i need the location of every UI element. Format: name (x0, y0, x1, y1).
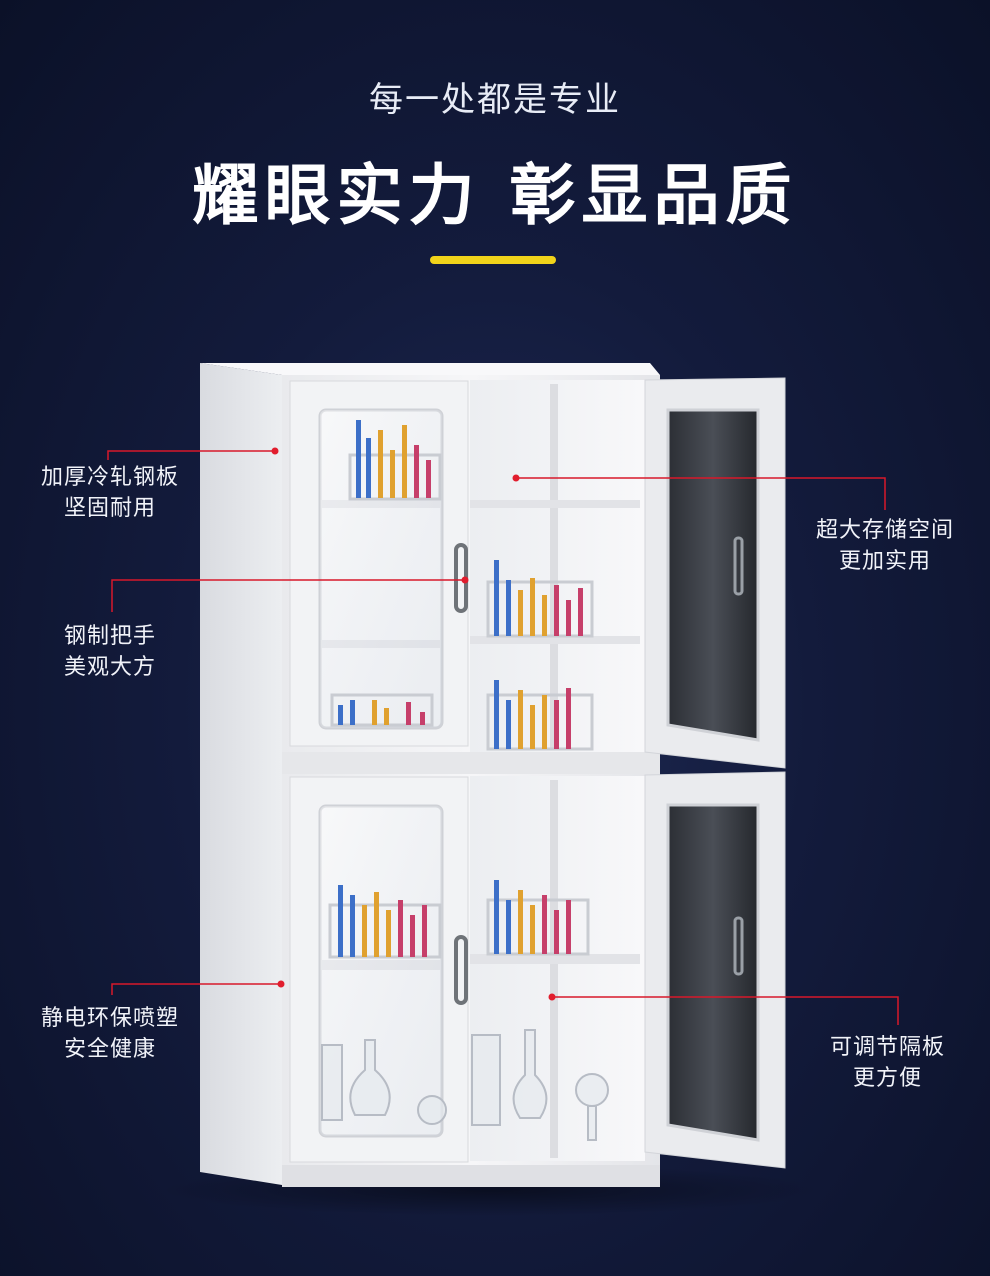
title-accent-bar (430, 256, 556, 264)
shelf (470, 500, 640, 508)
door-handle[interactable] (733, 536, 744, 596)
page-subtitle: 每一处都是专业 (369, 80, 621, 120)
cabinet-mid-rail (282, 752, 660, 774)
door-handle[interactable] (733, 916, 744, 976)
callout-leader-lines (107, 450, 899, 1025)
cabinet-side-panel (200, 363, 282, 1185)
test-tube-rack (330, 693, 434, 727)
test-tube-rack (486, 880, 590, 956)
callout-adjustable-shelf: 可调节隔板 更方便 (829, 1035, 945, 1091)
glassware (321, 1029, 609, 1141)
cabinet-top (200, 363, 660, 375)
cabinet-plinth (282, 1165, 660, 1187)
shelf (470, 636, 640, 644)
page-title: 耀眼实力 彰显品质 (192, 157, 798, 234)
shelf-rail-lower (550, 780, 558, 1158)
test-tube-rack (328, 885, 442, 959)
door-handle[interactable] (454, 935, 468, 1005)
callout-steel-handle: 钢制把手 美观大方 (63, 624, 156, 680)
glass-reflection (320, 806, 442, 1136)
test-tube-rack (348, 420, 442, 501)
callout-dots (271, 447, 556, 1001)
test-tube-rack (486, 560, 594, 638)
shelf (470, 954, 640, 964)
glass-window-dark (668, 410, 758, 740)
shelf-rail-upper (550, 384, 558, 750)
callout-powder-coating: 静电环保喷塑 安全健康 (40, 1006, 179, 1062)
callout-steel-plate: 加厚冷轧钢板 坚固耐用 (40, 465, 179, 521)
callout-storage-space: 超大存储空间 更加实用 (815, 518, 954, 574)
test-tube-rack (486, 680, 594, 751)
glass-window-dark (668, 805, 758, 1140)
